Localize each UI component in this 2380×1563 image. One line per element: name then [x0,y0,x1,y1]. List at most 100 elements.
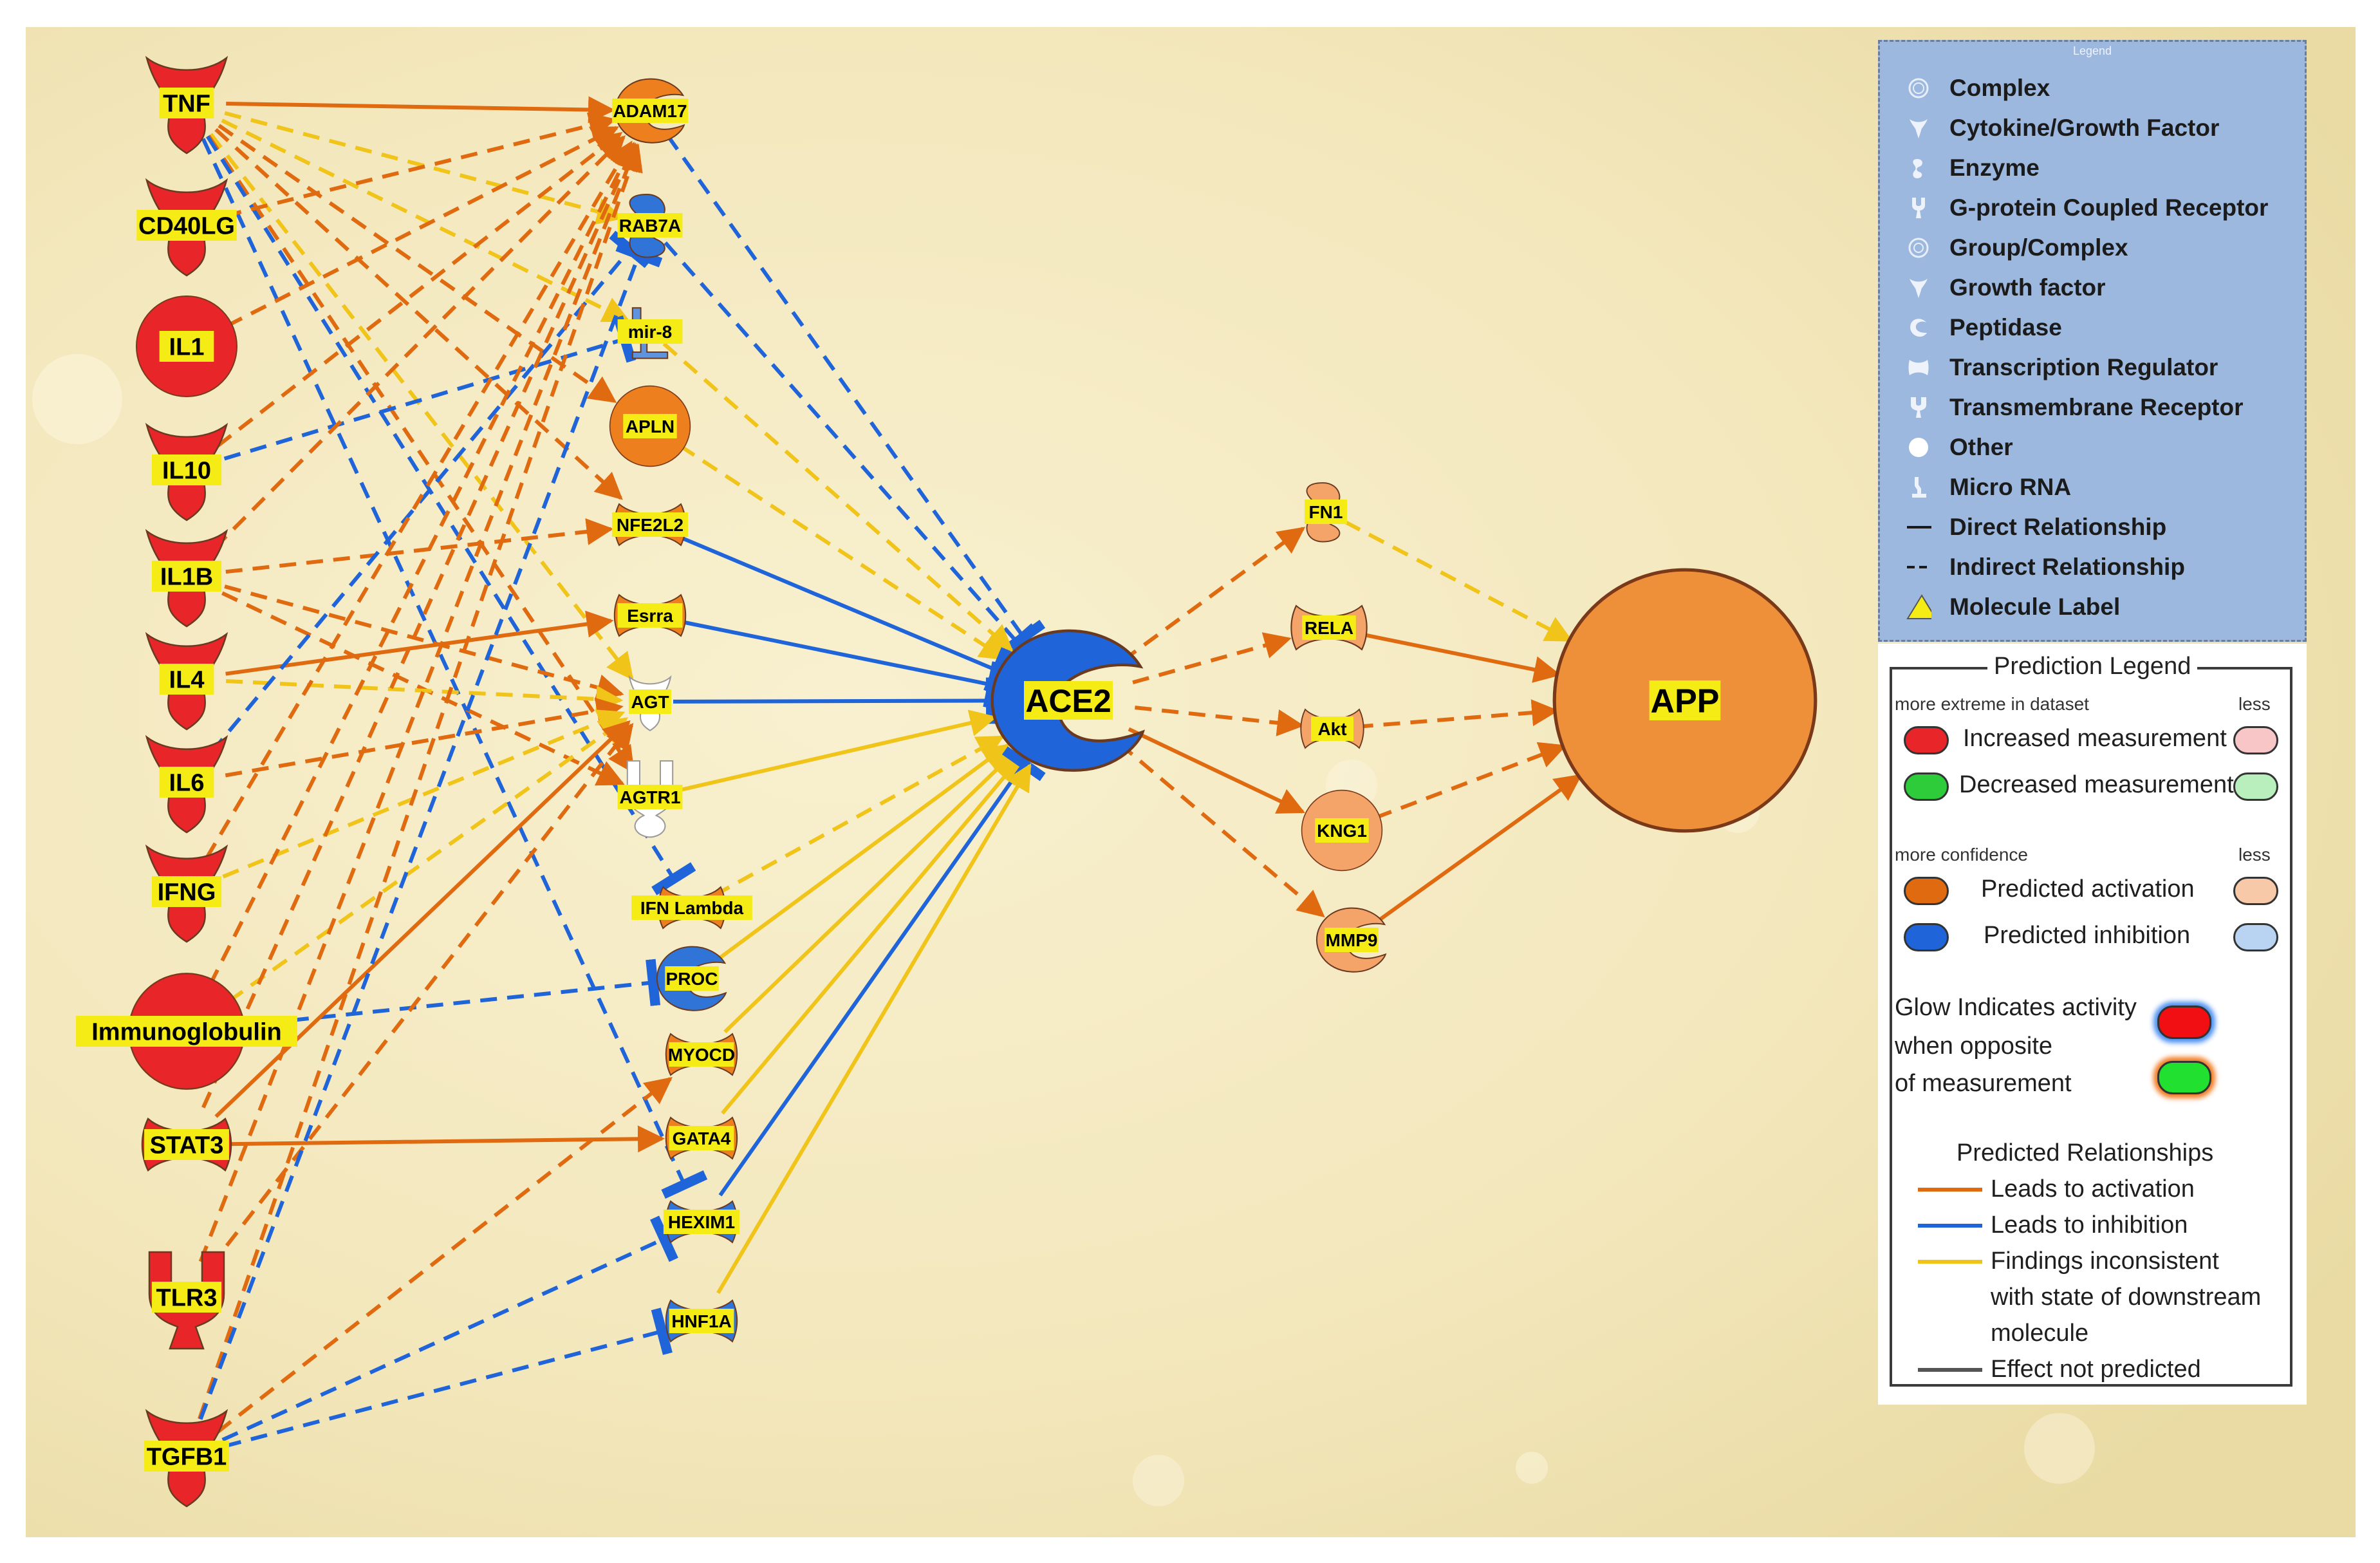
enzyme-icon [1906,155,1931,181]
node-label: MYOCD [668,1045,735,1065]
node-il1b[interactable]: IL1B [145,529,228,628]
node-tnf[interactable]: TNF [145,55,228,154]
node-stat3[interactable]: STAT3 [141,1117,232,1172]
node-rab7a[interactable]: RAB7A [617,193,683,258]
node-label: IL1 [169,334,205,361]
molecule-label-background [617,319,683,344]
node-cd40lg[interactable]: CD40LG [136,178,237,277]
edge-tnf-to-agtr1 [207,135,635,774]
legend-item-label: Direct Relationship [1949,514,2167,540]
edge-il1b-to-agtr1 [221,591,625,786]
inhibition-weak-swatch [2233,923,2278,951]
molecule-label-background [623,414,677,438]
legend-item: Indirect Relationship [1906,549,2185,585]
legend-item-label: Transcription Regulator [1949,354,2218,380]
increased-weak-swatch [2233,726,2278,754]
activation-strong-swatch [1904,877,1949,905]
node-il10[interactable]: IL10 [145,422,228,521]
node-label: KNG1 [1317,821,1367,841]
rel-inhibition-label: Leads to inhibition [1991,1212,2188,1239]
node-gata4[interactable]: GATA4 [665,1116,738,1160]
group-complex-icon [1906,235,1931,261]
node-nfe2l2[interactable]: NFE2L2 [611,503,689,547]
legend-item: Cytokine/Growth Factor [1906,110,2219,146]
legend-item: Micro RNA [1906,469,2071,505]
edge-tlr3-to-adam17 [198,143,640,1262]
legend-item: G-protein Coupled Receptor [1906,190,2268,226]
edge-nfe2l2-to-ace2 [679,535,1011,694]
edge-rab7a-to-ace2 [664,241,1038,662]
node-fn1[interactable]: FN1 [1304,482,1348,543]
glow-line-1: Glow Indicates activity [1895,994,2137,1021]
growth-factor-icon [1906,275,1931,301]
molecule-label-background [151,876,222,907]
node-ace2[interactable]: ACE2 [990,629,1146,772]
legend-item-label: Micro RNA [1949,474,2072,500]
activation-weak-swatch [2233,877,2278,905]
node-ifn-lambda[interactable]: IFN Lambda [631,886,752,930]
node-hnf1a[interactable]: HNF1A [665,1299,738,1343]
node-akt[interactable]: Akt [1300,708,1364,749]
prediction-legend-panel: Prediction Legend more extreme in datase… [1878,644,2307,1405]
node-mmp9[interactable]: MMP9 [1316,907,1387,973]
node-agtr1[interactable]: AGTR1 [617,760,683,838]
molecule-label-background [144,1129,229,1160]
node-il6[interactable]: IL6 [145,735,228,834]
edge-ace2-to-mmp9 [1118,742,1325,918]
node-label: IL1B [160,564,213,591]
relationships-title: Predicted Relationships [1957,1139,2214,1166]
molecule-label-background [151,561,222,592]
decreased-label: Decreased measurement [1959,771,2234,798]
edge-gata4-to-ace2 [721,756,1022,1115]
node-label: MMP9 [1326,930,1378,950]
molecule-label-background [617,603,683,628]
molecule-label-background [611,512,689,537]
decreased-strong-swatch [1904,772,1949,801]
node-rela[interactable]: RELA [1290,604,1368,651]
glow-red-swatch [2157,1006,2211,1039]
node-il1[interactable]: IL1 [136,295,237,397]
increased-label: Increased measurement [1963,725,2227,752]
node-mir-8[interactable]: mir-8 [617,307,683,359]
legend-item: Group/Complex [1906,230,2128,266]
node-il4[interactable]: IL4 [145,632,228,731]
rel-not-predicted-label: Effect not predicted [1991,1356,2201,1383]
node-adam17[interactable]: ADAM17 [611,78,689,144]
node-myocd[interactable]: MYOCD [665,1033,738,1076]
not-predicted-line-swatch [1918,1368,1982,1372]
molecule-label-background [159,331,214,362]
extreme-less: less [2238,694,2271,714]
node-agt[interactable]: AGT [628,675,672,731]
molecule-label-background [628,689,672,714]
node-label: IL10 [162,458,211,485]
node-label: Immunoglobulin [91,1019,282,1046]
rel-inconsistent-label-1: Findings inconsistent [1991,1248,2219,1275]
molecule-label-icon [1906,594,1931,620]
molecule-label-background [669,1126,734,1150]
edge-il10-to-mir-8 [223,315,637,461]
legend-item-label: Group/Complex [1949,234,2128,261]
node-proc[interactable]: PROC [656,946,727,1011]
decreased-weak-swatch [2233,772,2278,801]
node-label: TNF [163,91,210,118]
legend-item: Transmembrane Receptor [1906,389,2244,426]
edge-mir-8-to-ace2 [662,342,1014,652]
node-apln[interactable]: APLN [609,385,691,467]
node-ifng[interactable]: IFNG [145,844,228,943]
node-kng1[interactable]: KNG1 [1301,789,1383,872]
legend-item: Direct Relationship [1906,509,2166,545]
rel-inconsistent-label-2: with state of downstream [1991,1284,2262,1311]
node-hexim1[interactable]: HEXIM1 [663,1200,740,1244]
node-app[interactable]: APP [1552,568,1818,833]
edge-fn1-to-app [1344,520,1574,642]
edge-tlr3-to-agt [209,722,634,1268]
node-esrra[interactable]: Esrra [613,594,687,637]
edge-kng1-to-app [1375,742,1567,819]
legend-item-label: Complex [1949,75,2050,101]
node-tlr3[interactable]: TLR3 [148,1251,225,1350]
edge-akt-to-app [1356,699,1559,729]
edge-apln-to-ace2 [679,444,1008,661]
node-immunoglobulin[interactable]: Immunoglobulin [76,973,297,1090]
node-tgfb1[interactable]: TGFB1 [144,1409,229,1508]
